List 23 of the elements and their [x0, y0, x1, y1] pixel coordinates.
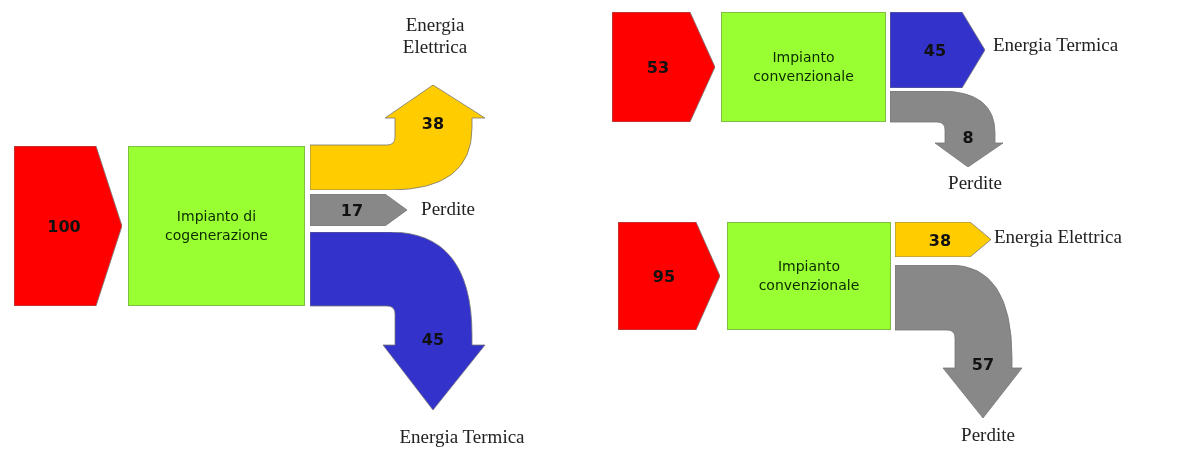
- output-label: Energia Elettrica: [401, 14, 469, 58]
- output-label: Perdite: [960, 424, 1016, 446]
- flow-value: 38: [421, 113, 445, 133]
- flow-value: 8: [962, 127, 974, 147]
- box-label: Impianto convenzionale: [757, 257, 861, 295]
- output-label: Perdite: [420, 198, 476, 220]
- output-label: Energia Termica: [398, 426, 526, 448]
- box-label: Impianto di cogenerazione: [164, 207, 269, 245]
- flow-value: 95: [652, 266, 676, 286]
- process-box: [727, 222, 891, 330]
- output-label: Energia Elettrica: [994, 226, 1123, 248]
- output-label: Energia Termica: [993, 34, 1120, 56]
- flow-value: 45: [421, 329, 445, 349]
- box-label: Impianto convenzionale: [752, 48, 855, 86]
- flow-value: 45: [923, 40, 947, 60]
- process-box: [721, 12, 886, 122]
- flow-value: 100: [47, 216, 81, 236]
- flow-value: 57: [971, 354, 995, 374]
- output-label: Perdite: [947, 172, 1003, 194]
- flow-value: 38: [928, 230, 952, 249]
- flow-value: 17: [340, 200, 364, 220]
- flow-value: 53: [646, 57, 670, 77]
- process-box: [128, 146, 305, 306]
